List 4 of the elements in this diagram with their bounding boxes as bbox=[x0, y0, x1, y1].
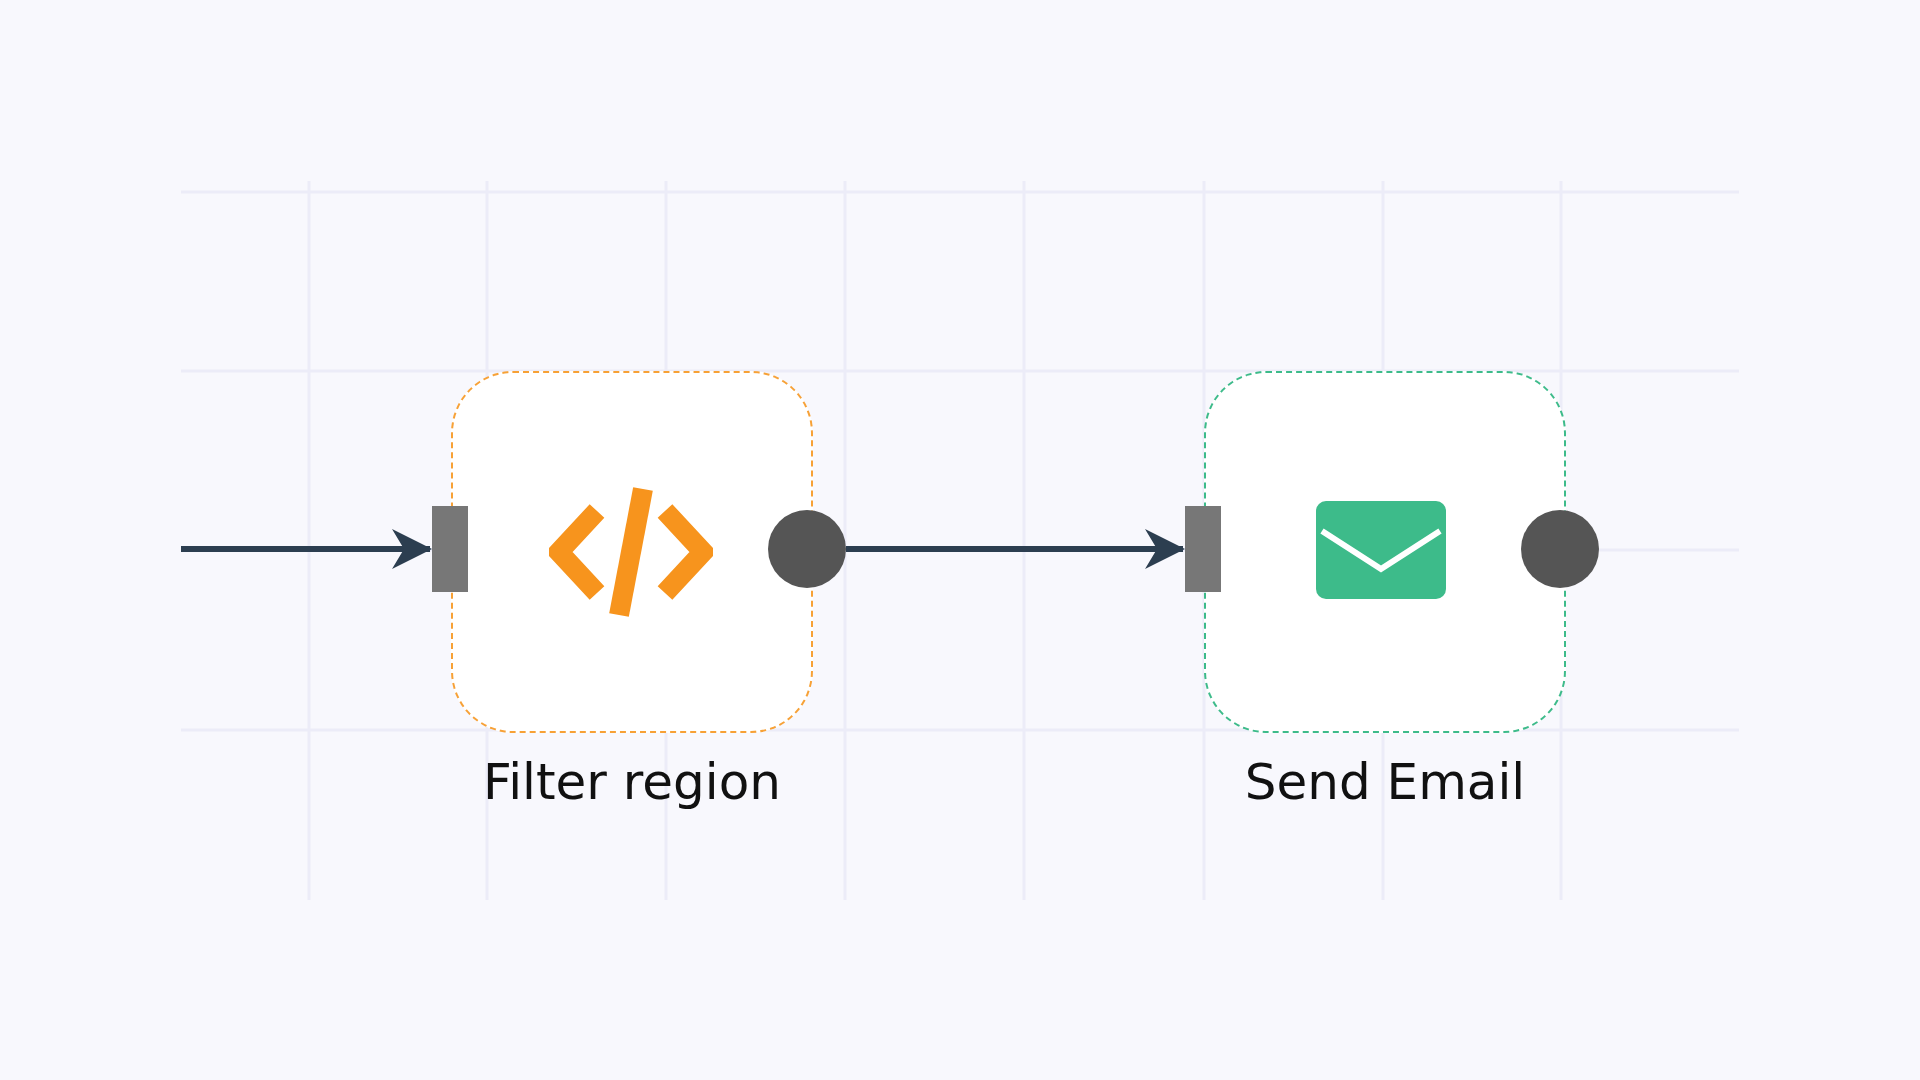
arrow bbox=[846, 529, 1185, 569]
node-label: Send Email bbox=[1243, 753, 1527, 811]
arrow bbox=[181, 529, 432, 569]
node-label: Filter region bbox=[482, 753, 782, 811]
